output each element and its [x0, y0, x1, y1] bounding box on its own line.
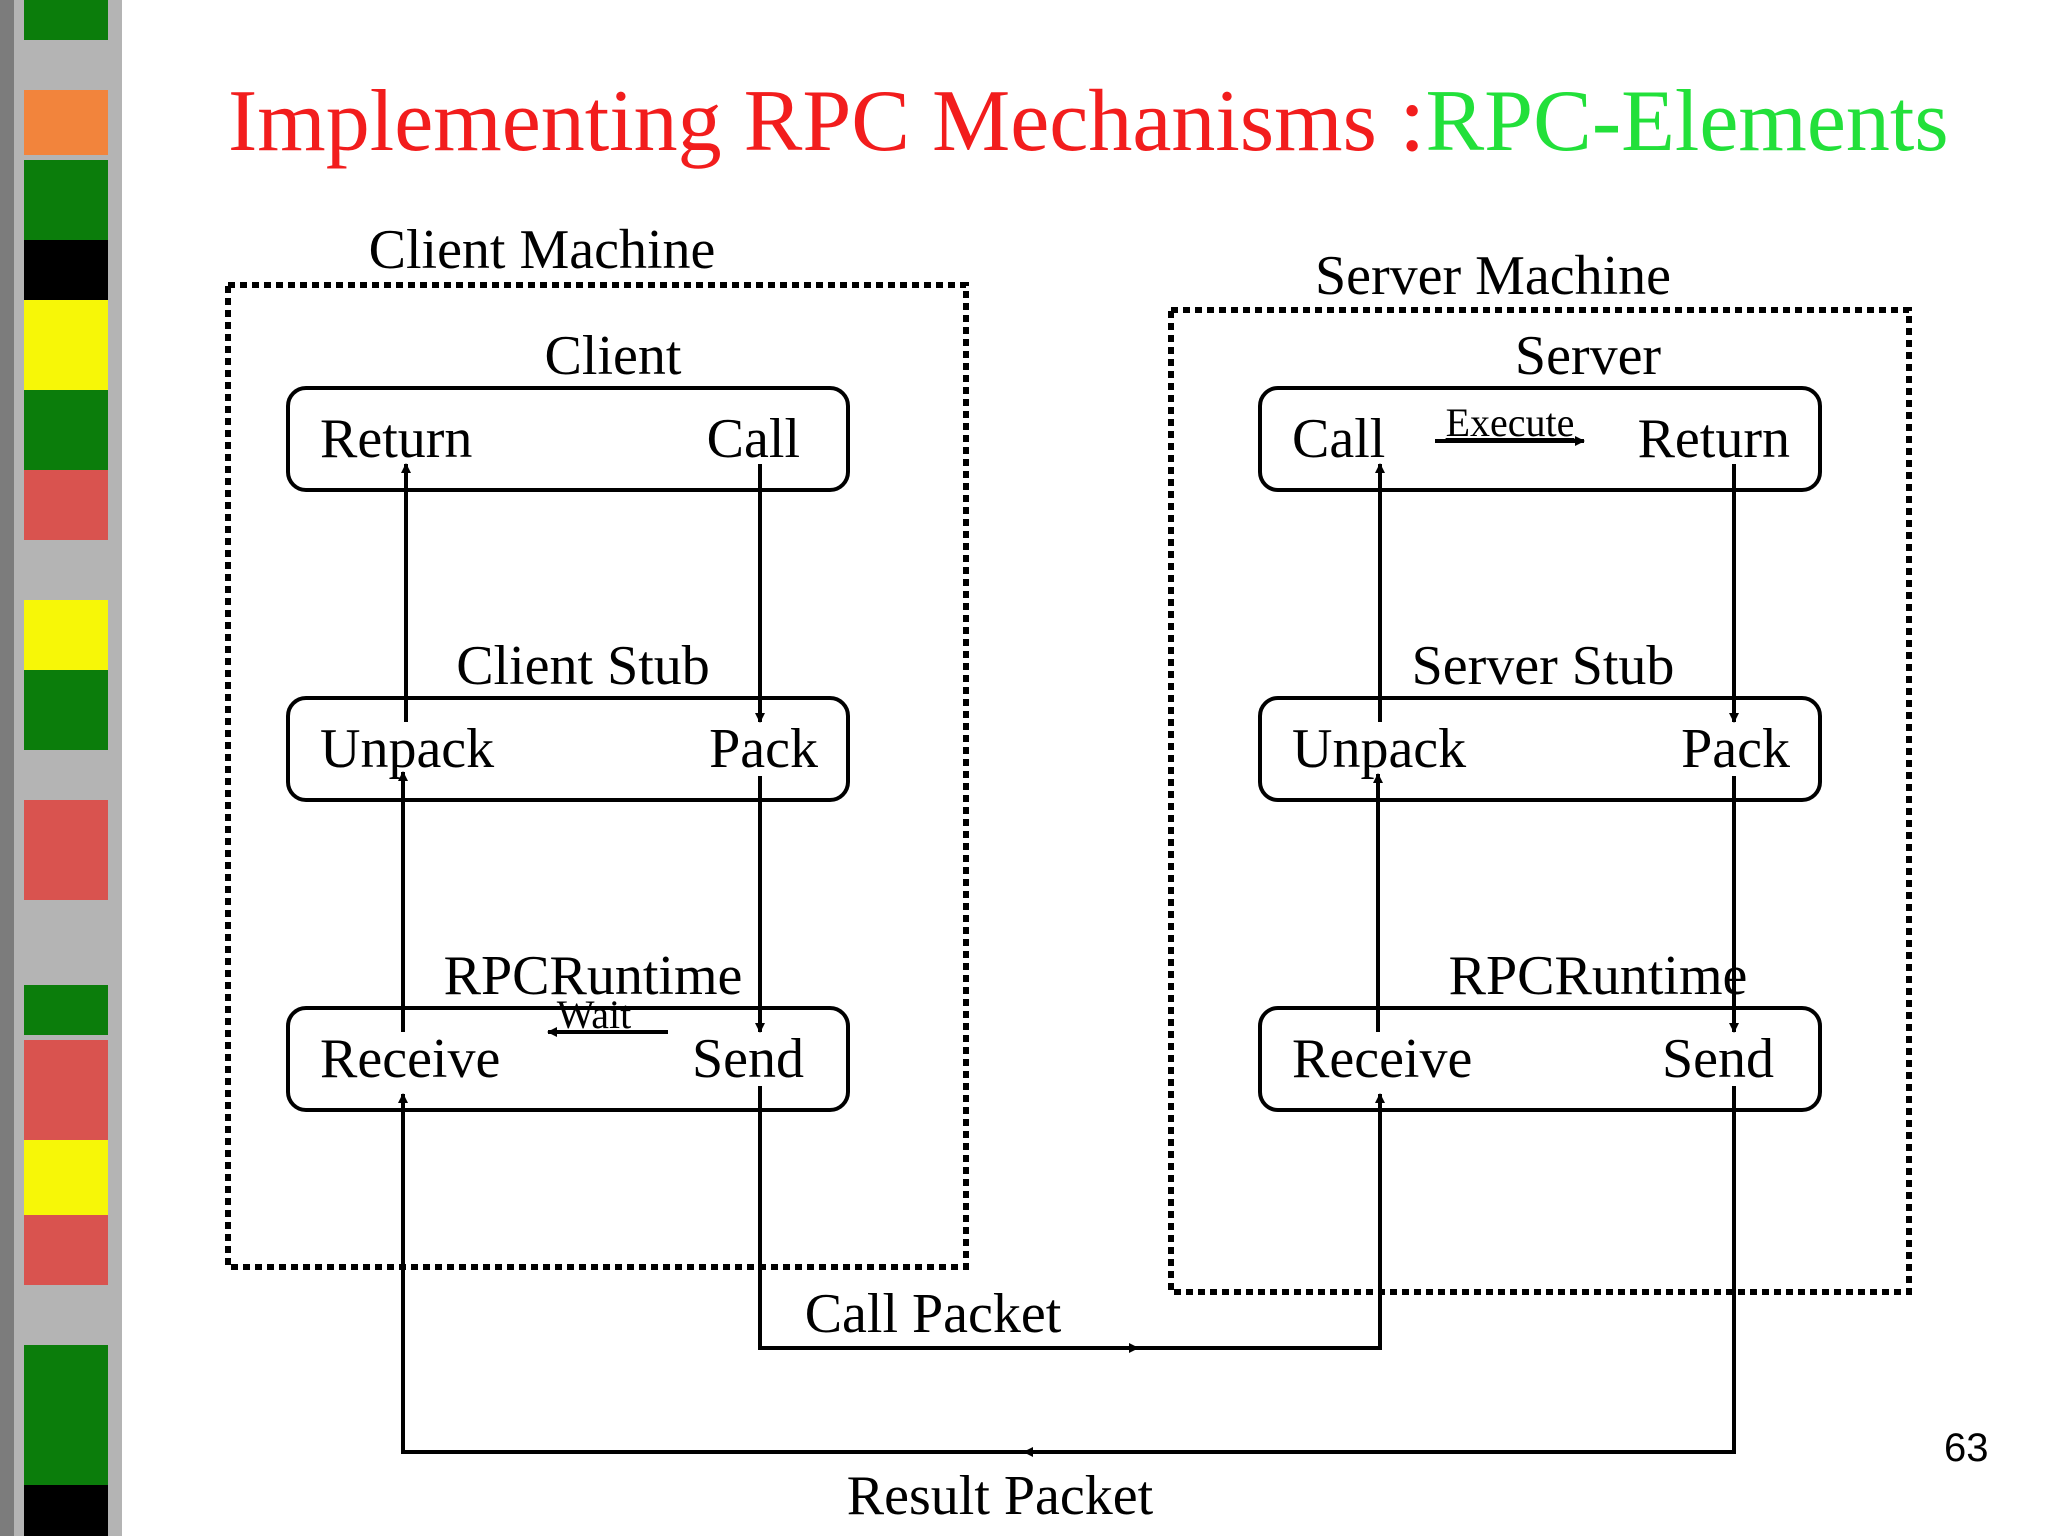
sidebar-color-band [24, 1215, 108, 1285]
sidebar-color-band [24, 160, 108, 240]
server-label: Server [1515, 325, 1662, 387]
sidebar-color-band [24, 240, 108, 300]
client-receive-label: Receive [320, 1028, 500, 1090]
title-colon: : [1398, 64, 1426, 171]
server-pack-label: Pack [1681, 718, 1790, 780]
sidebar-color-band [24, 985, 108, 1035]
sidebar-color-band [24, 1040, 108, 1140]
sidebar-color-band [24, 800, 108, 900]
client-send-label: Send [692, 1028, 804, 1090]
title-sub: RPC-Elements [1425, 73, 1949, 170]
server-return-label: Return [1638, 408, 1790, 470]
client-stub-label: Client Stub [456, 635, 710, 697]
result-packet-label: Result Packet [847, 1465, 1154, 1527]
server-machine-box [1168, 307, 1912, 1295]
sidebar-color-band [24, 1345, 108, 1485]
sidebar-color-band [24, 600, 108, 670]
sidebar-color-band [24, 670, 108, 750]
sidebar-color-band [24, 0, 108, 40]
wait-label: Wait [557, 992, 632, 1037]
server-runtime-label: RPCRuntime [1449, 945, 1748, 1007]
client-stub-box [286, 696, 850, 802]
execute-label: Execute [1446, 400, 1575, 445]
server-stub-label: Server Stub [1412, 635, 1675, 697]
sidebar-color-band [24, 1140, 108, 1215]
sidebar-color-band [24, 1485, 108, 1536]
sidebar-color-band [24, 300, 108, 395]
result-packet-arrow [1023, 1086, 1736, 1457]
client-call-label: Call [707, 408, 800, 470]
server-send-label: Send [1662, 1028, 1774, 1090]
sidebar-color-band [24, 90, 108, 155]
result-packet-to-client-arrow [398, 1093, 1030, 1454]
page-number: 63 [1944, 1426, 1989, 1470]
sidebar-dark-strip [0, 0, 14, 1536]
client-machine-box [225, 282, 969, 1270]
call-packet-label: Call Packet [805, 1283, 1062, 1345]
client-runtime-label: RPCRuntime [444, 945, 743, 1007]
client-return-label: Return [320, 408, 472, 470]
slide-title: Implementing RPC Mechanisms :RPC-Element… [228, 70, 1949, 166]
client-unpack-label: Unpack [320, 718, 494, 780]
server-machine-label: Server Machine [1315, 245, 1671, 307]
call-packet-to-server-arrow [1132, 1093, 1385, 1350]
client-pack-label: Pack [709, 718, 818, 780]
server-unpack-label: Unpack [1292, 718, 1466, 780]
client-machine-label: Client Machine [369, 219, 716, 281]
client-runtime-box [286, 1006, 850, 1112]
client-box [286, 386, 850, 492]
client-label: Client [545, 325, 682, 387]
server-receive-label: Receive [1292, 1028, 1472, 1090]
title-main: Implementing RPC Mechanisms [228, 73, 1377, 170]
server-call-label: Call [1292, 408, 1385, 470]
server-stub-box [1258, 696, 1822, 802]
server-runtime-box [1258, 1006, 1822, 1112]
decorative-sidebar [0, 0, 122, 1536]
sidebar-color-band [24, 470, 108, 540]
call-packet-arrow [758, 1086, 1139, 1353]
